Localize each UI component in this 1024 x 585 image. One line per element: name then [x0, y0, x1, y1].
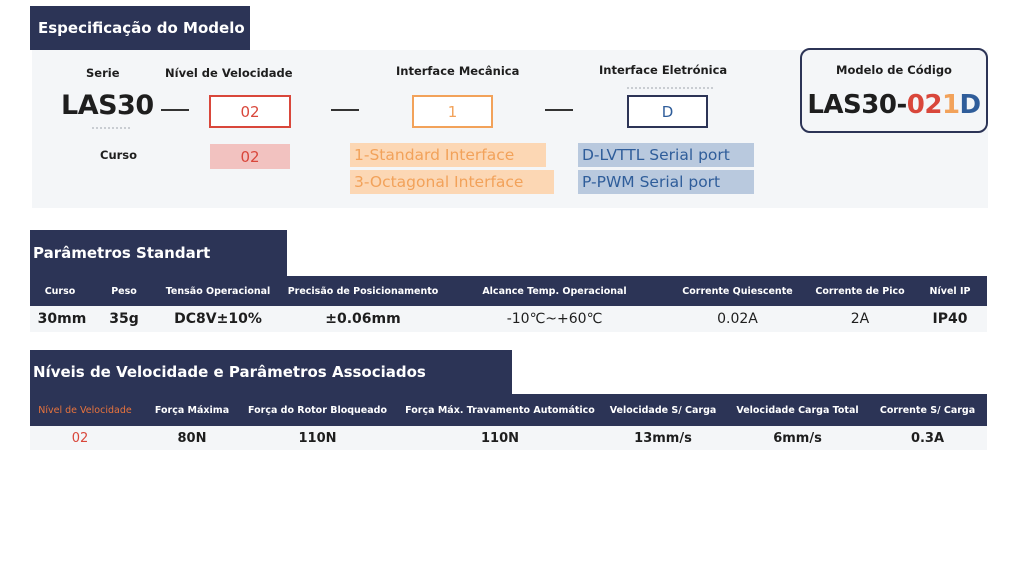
standard-value-corrente-pico: 2A [850, 311, 870, 327]
standard-value-temp: -10℃~+60℃ [506, 311, 603, 327]
speed-level-box: 02 [209, 95, 291, 128]
mech-option-standard: 1-Standard Interface [350, 143, 546, 167]
standard-params-title: Parâmetros Standart [30, 230, 287, 276]
speed-params-header-row: Nível de Velocidade Força Máxima Força d… [30, 394, 987, 426]
model-code-label: Modelo de Código [836, 63, 952, 77]
model-code-mech: 1 [941, 90, 960, 120]
model-code-box: Modelo de Código LAS30-021D [800, 48, 988, 133]
speed-header-nivel: Nível de Velocidade [38, 404, 132, 416]
speed-value-forca-travamento: 110N [480, 430, 520, 446]
serie-underline [92, 127, 130, 129]
speed-header-velocidade-carga-total: Velocidade Carga Total [736, 404, 859, 416]
separator-dash [331, 109, 359, 111]
curso-label: Curso [100, 148, 138, 162]
standard-value-precisao: ±0.06mm [325, 311, 401, 327]
standard-header-peso: Peso [111, 285, 137, 297]
speed-header-forca-rotor: Força do Rotor Bloqueado [248, 404, 387, 416]
speed-value-nivel: 02 [71, 430, 89, 446]
standard-params-value-row: 30mm 35g DC8V±10% ±0.06mm -10℃~+60℃ 0.02… [30, 306, 987, 332]
speed-params-value-row: 02 80N 110N 110N 13mm/s 6mm/s 0.3A [30, 426, 987, 450]
speed-value-corrente-sem-carga: 0.3A [910, 430, 945, 446]
standard-header-corrente-quiescente: Corrente Quiescente [682, 285, 793, 297]
serie-value: LAS30 [61, 90, 154, 121]
model-code-prefix: LAS30- [807, 90, 907, 120]
standard-value-peso: 35g [109, 311, 139, 327]
speed-header-corrente-sem-carga: Corrente S/ Carga [879, 404, 976, 416]
speed-value-velocidade-carga-total: 6mm/s [773, 430, 822, 446]
standard-header-temp: Alcance Temp. Operacional [482, 285, 627, 297]
standard-header-corrente-pico: Corrente de Pico [815, 285, 905, 297]
curso-value-box: 02 [210, 144, 290, 169]
speed-value-forca-rotor: 110N [298, 430, 337, 446]
standard-header-tensao: Tensão Operacional [165, 285, 271, 297]
elec-interface-label: Interface Eletrónica [599, 63, 728, 77]
speed-level-label: Nível de Velocidade [165, 66, 293, 80]
speed-header-forca-maxima: Força Máxima [154, 404, 230, 416]
standard-header-ip: Nível IP [929, 285, 971, 297]
serie-label: Serie [86, 66, 120, 80]
elec-interface-box: D [627, 95, 708, 128]
speed-value-forca-maxima: 80N [177, 430, 207, 446]
mech-option-octagonal: 3-Octagonal Interface [350, 170, 554, 194]
elec-option-lvttl: D-LVTTL Serial port [578, 143, 754, 167]
standard-header-curso: Curso [44, 285, 76, 297]
separator-dash [161, 109, 189, 111]
standard-value-corrente-quiescente: 0.02A [717, 311, 758, 327]
speed-header-velocidade-sem-carga: Velocidade S/ Carga [609, 404, 717, 416]
standard-value-ip: IP40 [932, 311, 968, 327]
standard-header-precisao: Precisão de Posicionamento [287, 285, 439, 297]
elec-label-underline [627, 87, 713, 89]
elec-option-pwm: P-PWM Serial port [578, 170, 754, 194]
speed-params-title: Níveis de Velocidade e Parâmetros Associ… [30, 350, 512, 394]
speed-header-forca-travamento: Força Máx. Travamento Automático [405, 404, 595, 416]
mech-interface-box: 1 [412, 95, 493, 128]
standard-params-header-row: Curso Peso Tensão Operacional Precisão d… [30, 276, 987, 306]
mech-interface-label: Interface Mecânica [396, 64, 520, 78]
model-code-elec: D [959, 90, 982, 120]
model-spec-title: Especificação do Modelo [30, 6, 250, 50]
standard-value-curso: 30mm [37, 311, 87, 327]
standard-value-tensao: DC8V±10% [174, 311, 262, 327]
separator-dash [545, 109, 573, 111]
speed-value-velocidade-sem-carga: 13mm/s [634, 430, 692, 446]
model-code-speed: 02 [906, 90, 943, 120]
model-code-value: LAS30-021D [802, 90, 986, 120]
